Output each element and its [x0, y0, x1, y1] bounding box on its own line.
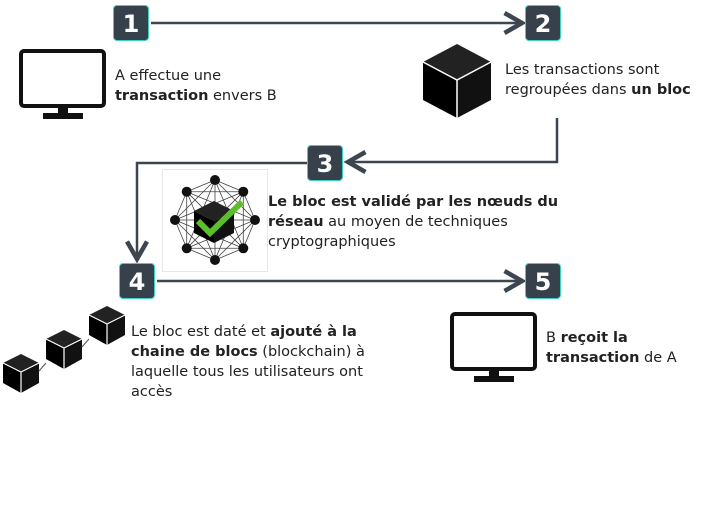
- arrow-3-4: [125, 161, 307, 264]
- arrow-2-3: [343, 118, 559, 174]
- network-node: [181, 243, 192, 254]
- step-1-badge: 1: [113, 5, 149, 41]
- network-node: [170, 215, 180, 225]
- checkmark-icon: [195, 199, 245, 238]
- monitor-icon: [19, 49, 106, 119]
- step-4-badge: 4: [119, 263, 155, 299]
- step-2-badge: 2: [525, 5, 561, 41]
- network-validation-icon: [162, 169, 268, 272]
- network-node: [181, 186, 192, 197]
- network-node: [210, 175, 220, 185]
- step-5-badge: 5: [525, 263, 561, 299]
- block-cube-icon: [2, 354, 40, 393]
- step-5-text: B reçoit la transaction de A: [546, 330, 677, 366]
- block-cube-icon: [88, 306, 126, 345]
- monitor-icon: [450, 312, 537, 382]
- step-4-text: Le bloc est daté et ajouté à la chaine d…: [131, 324, 365, 400]
- step-3-badge: 3: [307, 145, 343, 181]
- network-node: [238, 186, 249, 197]
- block-cube-icon: [45, 330, 83, 369]
- step-3-text: Le bloc est validé par les nœuds du rése…: [268, 194, 559, 250]
- network-node: [210, 255, 220, 265]
- network-node: [250, 215, 260, 225]
- blockchain-icon: [2, 306, 126, 393]
- block-cube-icon: [422, 44, 492, 118]
- step-2-text: Les transactions sont regroupées dans un…: [505, 62, 691, 98]
- network-node: [238, 243, 249, 254]
